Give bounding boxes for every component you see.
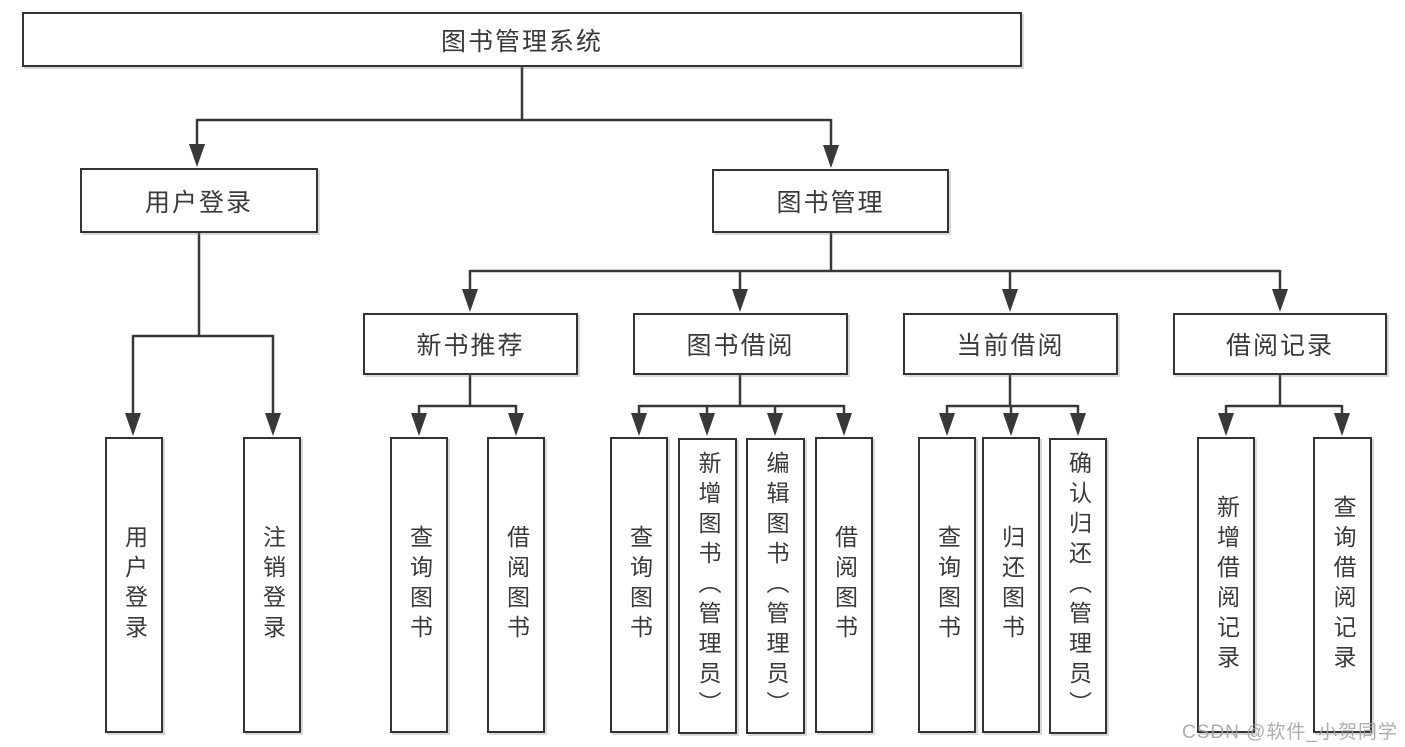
leaf-query-books-current-label: 查询图书 <box>934 525 961 645</box>
leaf-add-borrow-record: 新增借阅记录 <box>1197 437 1255 733</box>
node-library-system: 图书管理系统 <box>22 12 1022 67</box>
watermark: CSDN @软件_小贺同学 <box>1182 722 1398 743</box>
leaf-user-login-label: 用户登录 <box>121 525 148 645</box>
node-library-system-label: 图书管理系统 <box>440 27 603 56</box>
arrowheads <box>125 144 1350 436</box>
leaf-add-borrow-record-label: 新增借阅记录 <box>1213 495 1240 675</box>
leaf-query-books-recommend-label: 查询图书 <box>406 525 433 645</box>
leaf-query-books-current: 查询图书 <box>918 437 976 733</box>
leaf-add-book-admin-label: 新增图书（管理员） <box>695 451 721 721</box>
leaf-edit-book-admin-label: 编辑图书（管理员） <box>763 451 789 721</box>
node-user-login: 用户登录 <box>80 168 318 233</box>
node-user-login-label: 用户登录 <box>144 188 253 217</box>
leaf-return-books-label: 归还图书 <box>998 525 1025 645</box>
leaf-query-books-borrowing-label: 查询图书 <box>626 525 653 645</box>
leaf-borrow-books-recommend-label: 借阅图书 <box>503 525 530 645</box>
leaf-query-borrow-record-label: 查询借阅记录 <box>1330 495 1356 675</box>
leaf-logout-label: 注销登录 <box>259 525 286 645</box>
leaf-confirm-return-admin-label: 确认归还（管理员） <box>1065 451 1092 721</box>
node-current-borrowing: 当前借阅 <box>903 313 1118 375</box>
node-book-borrowing-label: 图书借阅 <box>686 332 795 360</box>
leaf-user-login: 用户登录 <box>105 437 163 733</box>
leaf-return-books: 归还图书 <box>982 437 1040 733</box>
leaf-query-books-recommend: 查询图书 <box>390 437 448 733</box>
leaf-edit-book-admin: 编辑图书（管理员） <box>746 438 805 734</box>
leaf-query-borrow-record: 查询借阅记录 <box>1313 437 1372 733</box>
leaf-borrow-books-recommend: 借阅图书 <box>487 437 545 733</box>
node-book-borrowing: 图书借阅 <box>633 313 848 375</box>
leaf-logout: 注销登录 <box>243 437 301 733</box>
leaf-query-books-borrowing: 查询图书 <box>610 437 668 733</box>
leaf-add-book-admin: 新增图书（管理员） <box>678 438 737 734</box>
node-book-management-label: 图书管理 <box>776 189 885 217</box>
leaf-borrow-books: 借阅图书 <box>815 437 873 733</box>
node-borrowing-records-label: 借阅记录 <box>1225 332 1334 360</box>
node-new-book-recommend: 新书推荐 <box>363 313 578 375</box>
node-new-book-recommend-label: 新书推荐 <box>416 332 525 360</box>
leaf-confirm-return-admin: 确认归还（管理员） <box>1049 438 1107 734</box>
node-current-borrowing-label: 当前借阅 <box>956 332 1065 360</box>
node-book-management: 图书管理 <box>712 169 949 233</box>
node-borrowing-records: 借阅记录 <box>1173 313 1387 375</box>
leaf-borrow-books-label: 借阅图书 <box>831 525 858 645</box>
